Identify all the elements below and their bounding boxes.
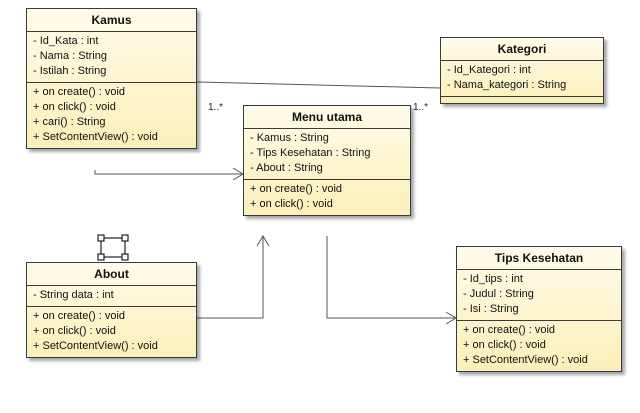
class-kamus[interactable]: Kamus - Id_Kata : int - Nama : String - …: [26, 8, 197, 149]
class-menu-utama[interactable]: Menu utama - Kamus : String - Tips Keseh…: [243, 105, 411, 216]
kamus-menu-association: [94, 170, 243, 175]
class-about-attributes: - String data : int: [27, 286, 196, 306]
method: + on click() : void: [463, 339, 546, 351]
method: + on click() : void: [250, 198, 333, 210]
multiplicity-left: 1..*: [208, 102, 224, 113]
attribute: - Nama_kategori : String: [447, 79, 567, 91]
attribute: - Judul : String: [463, 288, 534, 300]
method: + on create() : void: [33, 310, 126, 322]
class-kategori-attributes: - Id_Kategori : int - Nama_kategori : St…: [441, 61, 603, 96]
attribute: - About : String: [250, 162, 323, 174]
class-tips-kesehatan-attributes: - Id_tips : int - Judul : String - Isi :…: [457, 270, 621, 320]
method: + on create() : void: [33, 86, 126, 98]
class-kategori-methods: [441, 96, 603, 103]
class-menu-utama-attributes: - Kamus : String - Tips Kesehatan : Stri…: [244, 129, 410, 179]
attribute: - Id_Kata : int: [33, 35, 99, 47]
attribute: - String data : int: [33, 289, 114, 301]
method: + cari() : String: [33, 116, 106, 128]
attribute: - Tips Kesehatan : String: [250, 147, 371, 159]
class-menu-utama-title: Menu utama: [244, 106, 410, 129]
attribute: - Id_Kategori : int: [447, 64, 531, 76]
method: + on create() : void: [463, 324, 556, 336]
method: + SetContentView() : void: [463, 354, 588, 366]
attribute: - Kamus : String: [250, 132, 329, 144]
method: + on create() : void: [250, 183, 343, 195]
about-menu-arrowhead: [256, 235, 270, 247]
method: + on click() : void: [33, 325, 116, 337]
class-tips-kesehatan[interactable]: Tips Kesehatan - Id_tips : int - Judul :…: [456, 246, 622, 372]
attribute: - Nama : String: [33, 50, 107, 62]
class-about-methods: + on create() : void + on click() : void…: [27, 306, 196, 357]
class-kamus-attributes: - Id_Kata : int - Nama : String - Istila…: [27, 32, 196, 82]
multiplicity-right: 1..*: [413, 102, 429, 113]
class-kategori-title: Kategori: [441, 38, 603, 61]
class-about[interactable]: About - String data : int + on create() …: [26, 262, 197, 358]
attribute: - Istilah : String: [33, 65, 107, 77]
method: + SetContentView() : void: [33, 340, 158, 352]
attribute: - Isi : String: [463, 303, 519, 315]
class-menu-utama-methods: + on create() : void + on click() : void: [244, 179, 410, 215]
class-kamus-title: Kamus: [27, 9, 196, 32]
menu-tips-association: [326, 236, 456, 319]
class-kamus-methods: + on create() : void + on click() : void…: [27, 82, 196, 148]
class-about-title: About: [27, 263, 196, 286]
about-resize-handle: [100, 237, 126, 258]
attribute: - Id_tips : int: [463, 273, 523, 285]
about-menu-association: [197, 236, 264, 319]
class-kategori[interactable]: Kategori - Id_Kategori : int - Nama_kate…: [440, 37, 604, 104]
class-tips-kesehatan-title: Tips Kesehatan: [457, 247, 621, 270]
method: + on click() : void: [33, 101, 116, 113]
method: + SetContentView() : void: [33, 131, 158, 143]
kamus-kategori-association: [196, 81, 441, 89]
class-tips-kesehatan-methods: + on create() : void + on click() : void…: [457, 320, 621, 371]
